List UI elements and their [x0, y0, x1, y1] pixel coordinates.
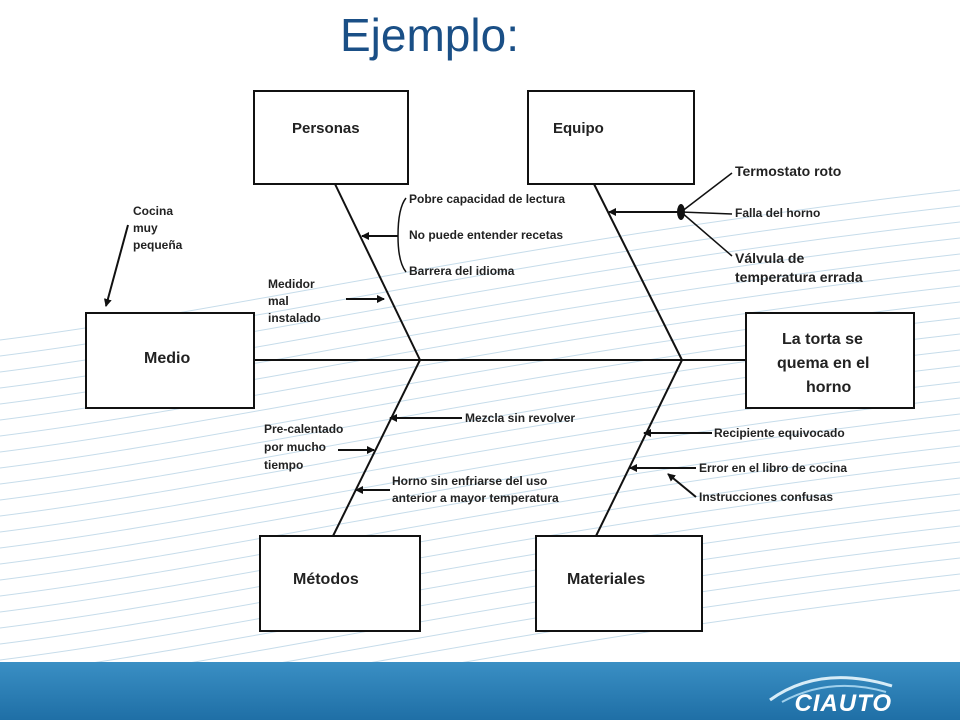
branch-materiales — [595, 359, 683, 537]
cause-error-libro: Error en el libro de cocina — [699, 461, 847, 475]
effect-line-3: horno — [806, 379, 852, 396]
cause-no-entiende-recetas: No puede entender recetas — [409, 228, 563, 242]
cause-medidor-3: instalado — [268, 311, 321, 325]
arrow-cocina — [103, 224, 129, 307]
box-metodos — [259, 535, 421, 632]
box-equipo — [527, 90, 695, 185]
box-personas — [253, 90, 409, 185]
branch-metodos — [332, 359, 421, 537]
label-equipo: Equipo — [553, 120, 604, 137]
branch-personas — [334, 183, 421, 361]
cause-cocina-3: pequeña — [133, 238, 183, 252]
background-wave-line — [0, 285, 960, 437]
cause-valvula-1: Válvula de — [735, 250, 804, 266]
label-medio: Medio — [144, 350, 190, 367]
cause-recipiente: Recipiente equivocado — [714, 426, 845, 440]
cause-termostato: Termostato roto — [735, 163, 841, 179]
effect-line-1: La torta se — [782, 331, 863, 348]
background-wave-line — [0, 445, 960, 597]
cause-precalentado-1: Pre-calentado — [264, 422, 343, 436]
background-wave-line — [0, 429, 960, 581]
cause-medidor-1: Medidor — [268, 277, 315, 291]
footer-bar — [0, 662, 960, 720]
equipo-line-2 — [680, 211, 733, 215]
cause-valvula-2: temperatura errada — [735, 269, 863, 285]
label-materiales: Materiales — [567, 571, 645, 588]
label-metodos: Métodos — [293, 571, 359, 588]
cause-pobre-capacidad: Pobre capacidad de lectura — [409, 192, 565, 206]
ciauto-logo: CIAUTO — [794, 690, 892, 717]
logo-swoosh-icon — [769, 676, 893, 703]
cause-falla-horno: Falla del horno — [735, 206, 820, 220]
cause-medidor-2: mal — [268, 294, 289, 308]
bracket-personas — [397, 197, 407, 273]
cause-mezcla: Mezcla sin revolver — [465, 411, 575, 425]
cause-horno-1: Horno sin enfriarse del uso — [392, 474, 547, 488]
box-materiales — [535, 535, 703, 632]
cause-precalentado-2: por mucho — [264, 440, 326, 454]
equipo-line-1 — [680, 172, 733, 213]
box-medio — [85, 312, 255, 409]
effect-line-2: quema en el — [777, 355, 869, 372]
cause-barrera-idioma: Barrera del idioma — [409, 264, 515, 278]
cause-precalentado-3: tiempo — [264, 458, 303, 472]
cause-cocina-1: Cocina — [133, 204, 173, 218]
arrow-instrucciones — [667, 473, 697, 498]
label-personas: Personas — [292, 120, 360, 137]
equipo-line-3 — [680, 211, 733, 257]
cause-instrucciones: Instrucciones confusas — [699, 490, 833, 504]
slide-title: Ejemplo: — [340, 9, 519, 61]
background-wave-line — [0, 397, 960, 549]
background-wave-line — [0, 413, 960, 565]
branch-equipo — [593, 183, 683, 361]
cause-cocina-2: muy — [133, 221, 158, 235]
cause-horno-2: anterior a mayor temperatura — [392, 491, 559, 505]
